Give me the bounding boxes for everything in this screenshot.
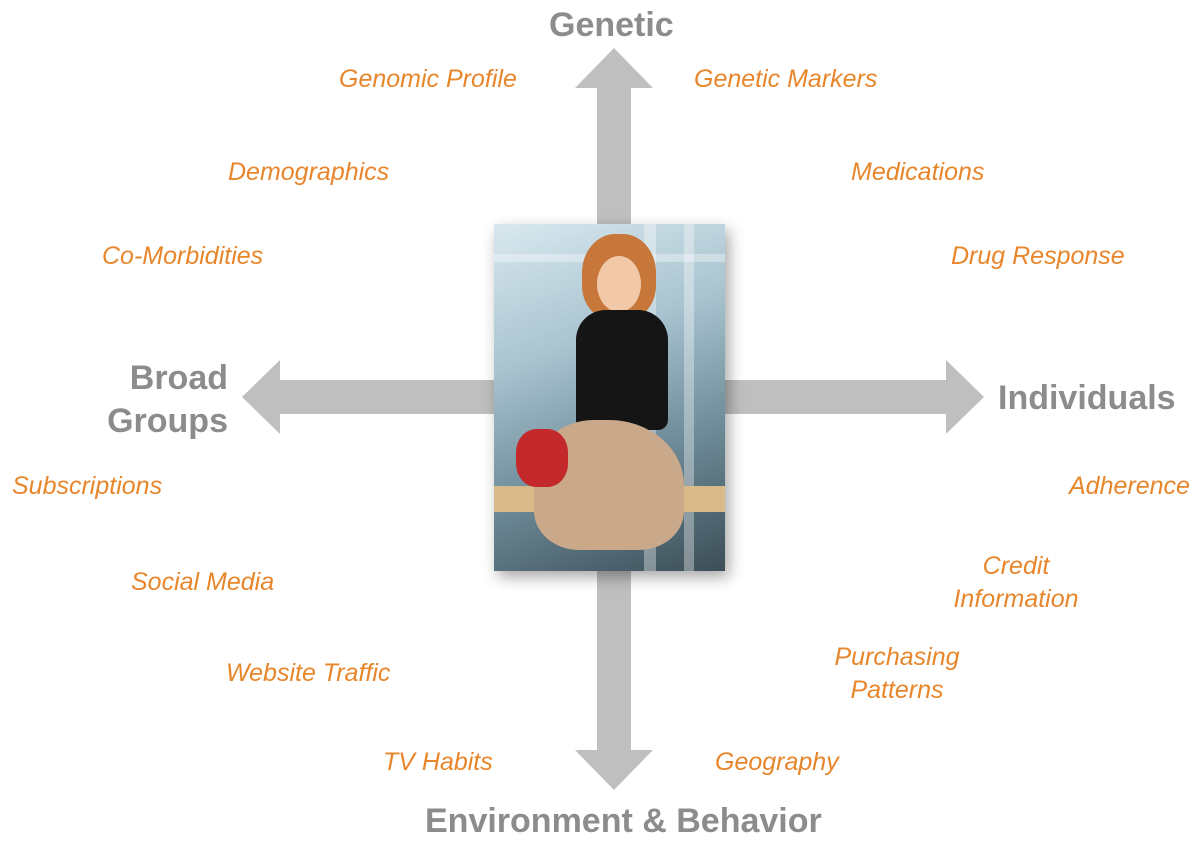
factor-demographics: Demographics xyxy=(228,158,390,186)
factor-credit-line2: Information xyxy=(953,585,1079,613)
factor-subscriptions: Subscriptions xyxy=(12,472,163,500)
factor-adherence: Adherence xyxy=(1069,472,1190,500)
arrow-left xyxy=(242,360,500,434)
factor-co-morbidities: Co-Morbidities xyxy=(102,242,264,270)
black-top-shape xyxy=(576,310,668,430)
face-shape xyxy=(597,256,641,312)
arrow-down xyxy=(575,565,653,790)
axis-label-broad-groups-line1: Broad xyxy=(129,359,228,397)
factor-social-media: Social Media xyxy=(131,568,275,596)
factor-credit-line1: Credit xyxy=(982,552,1050,580)
factor-website-traffic: Website Traffic xyxy=(226,659,391,687)
red-bag-shape xyxy=(516,429,568,487)
axis-label-genetic: Genetic xyxy=(549,6,674,44)
factor-tv-habits: TV Habits xyxy=(383,748,493,776)
axis-label-broad-groups-line2: Groups xyxy=(107,402,228,440)
factor-genetic-markers: Genetic Markers xyxy=(694,65,878,93)
factor-purchasing-line1: Purchasing xyxy=(834,643,960,671)
arrow-right xyxy=(720,360,984,434)
factor-medications: Medications xyxy=(851,158,985,186)
axis-label-environment-behavior: Environment & Behavior xyxy=(425,802,822,840)
portrait-photo xyxy=(494,224,725,571)
factor-geography: Geography xyxy=(715,748,839,776)
factor-purchasing-line2: Patterns xyxy=(850,676,944,704)
factor-genomic-profile: Genomic Profile xyxy=(339,65,517,93)
axis-label-individuals: Individuals xyxy=(998,379,1176,417)
factor-drug-response: Drug Response xyxy=(951,242,1125,270)
arrow-up xyxy=(575,48,653,230)
